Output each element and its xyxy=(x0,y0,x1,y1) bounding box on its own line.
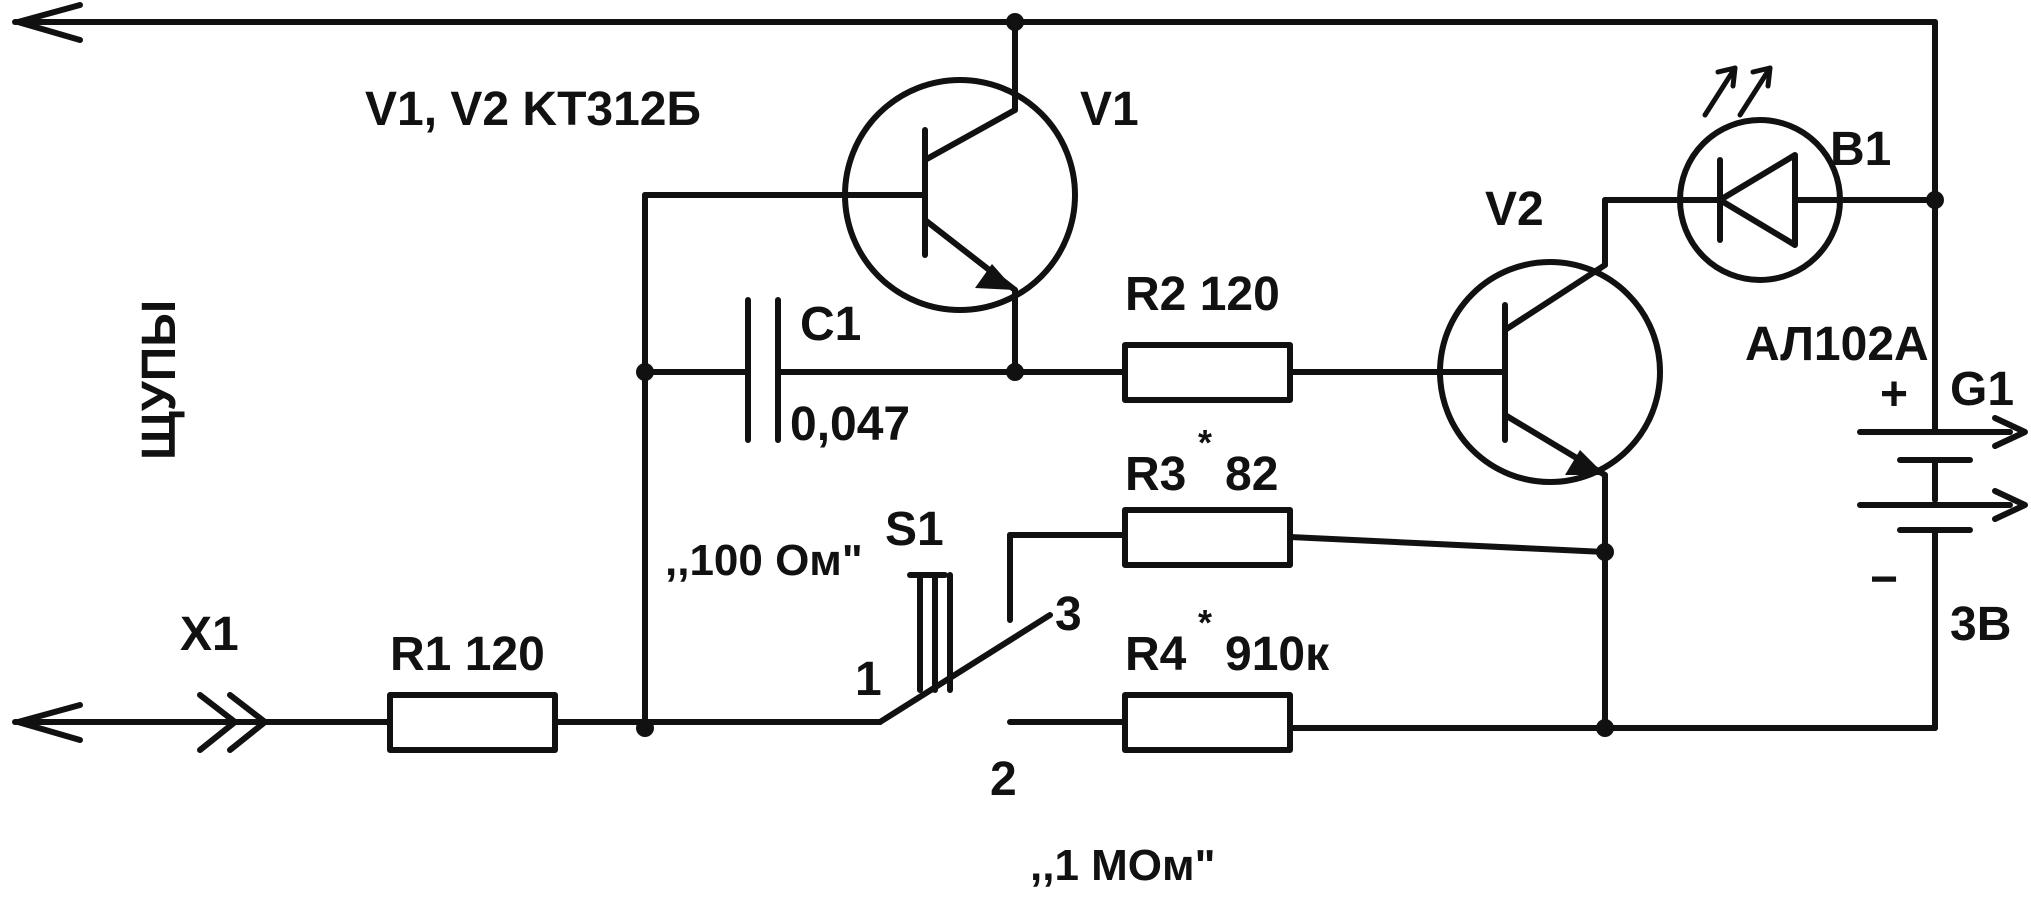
battery-g1 xyxy=(1857,197,2028,731)
transistor-type-label: V1, V2 KT312Б xyxy=(365,83,701,136)
resistor-r3 xyxy=(1122,507,1608,568)
range-100-label: ,,100 Ом" xyxy=(665,536,863,585)
switch-s1-label: S1 xyxy=(885,503,944,556)
led-b1 xyxy=(1602,65,1938,283)
v1-label: V1 xyxy=(1080,83,1139,136)
r3-value-label: 82 xyxy=(1225,448,1278,501)
probes-label: ЩУПЫ xyxy=(133,300,186,460)
capacitor-c1 xyxy=(642,297,1018,443)
r1-label: R1 120 xyxy=(390,628,545,681)
r4-label: R4 xyxy=(1125,628,1187,681)
x1-label: X1 xyxy=(180,608,239,661)
r4-asterisk: * xyxy=(1198,602,1212,643)
range-1m-label: ,,1 МОм" xyxy=(1030,841,1215,890)
b1-label: B1 xyxy=(1830,123,1891,176)
led-type-label: АЛ102А xyxy=(1745,318,1929,371)
r3-asterisk: * xyxy=(1198,422,1212,463)
junction-dots xyxy=(636,13,1944,737)
r3-label: R3 xyxy=(1125,448,1186,501)
left-bus xyxy=(642,192,848,731)
resistor-r2 xyxy=(1012,342,1438,403)
bottom-rail xyxy=(12,692,883,753)
r4-value-label: 910к xyxy=(1225,628,1330,681)
transistor-v1 xyxy=(842,19,1078,375)
c1-value-label: 0,047 xyxy=(790,398,910,451)
r2-label: R2 120 xyxy=(1125,268,1280,321)
transistor-v2 xyxy=(1432,197,1663,731)
resistor-r4 xyxy=(1122,692,1938,753)
v2-label: V2 xyxy=(1485,183,1544,236)
battery-minus-label: − xyxy=(1870,553,1898,606)
g1-label: G1 xyxy=(1950,363,2014,416)
switch-s1 xyxy=(877,532,1128,725)
voltage-label: 3В xyxy=(1950,598,2011,651)
battery-plus-label: + xyxy=(1880,368,1908,421)
switch-pos1-label: 1 xyxy=(855,653,882,706)
c1-label: C1 xyxy=(800,298,861,351)
switch-pos3-label: 3 xyxy=(1055,588,1082,641)
switch-pos2-label: 2 xyxy=(990,753,1017,806)
top-rail xyxy=(12,2,1938,203)
